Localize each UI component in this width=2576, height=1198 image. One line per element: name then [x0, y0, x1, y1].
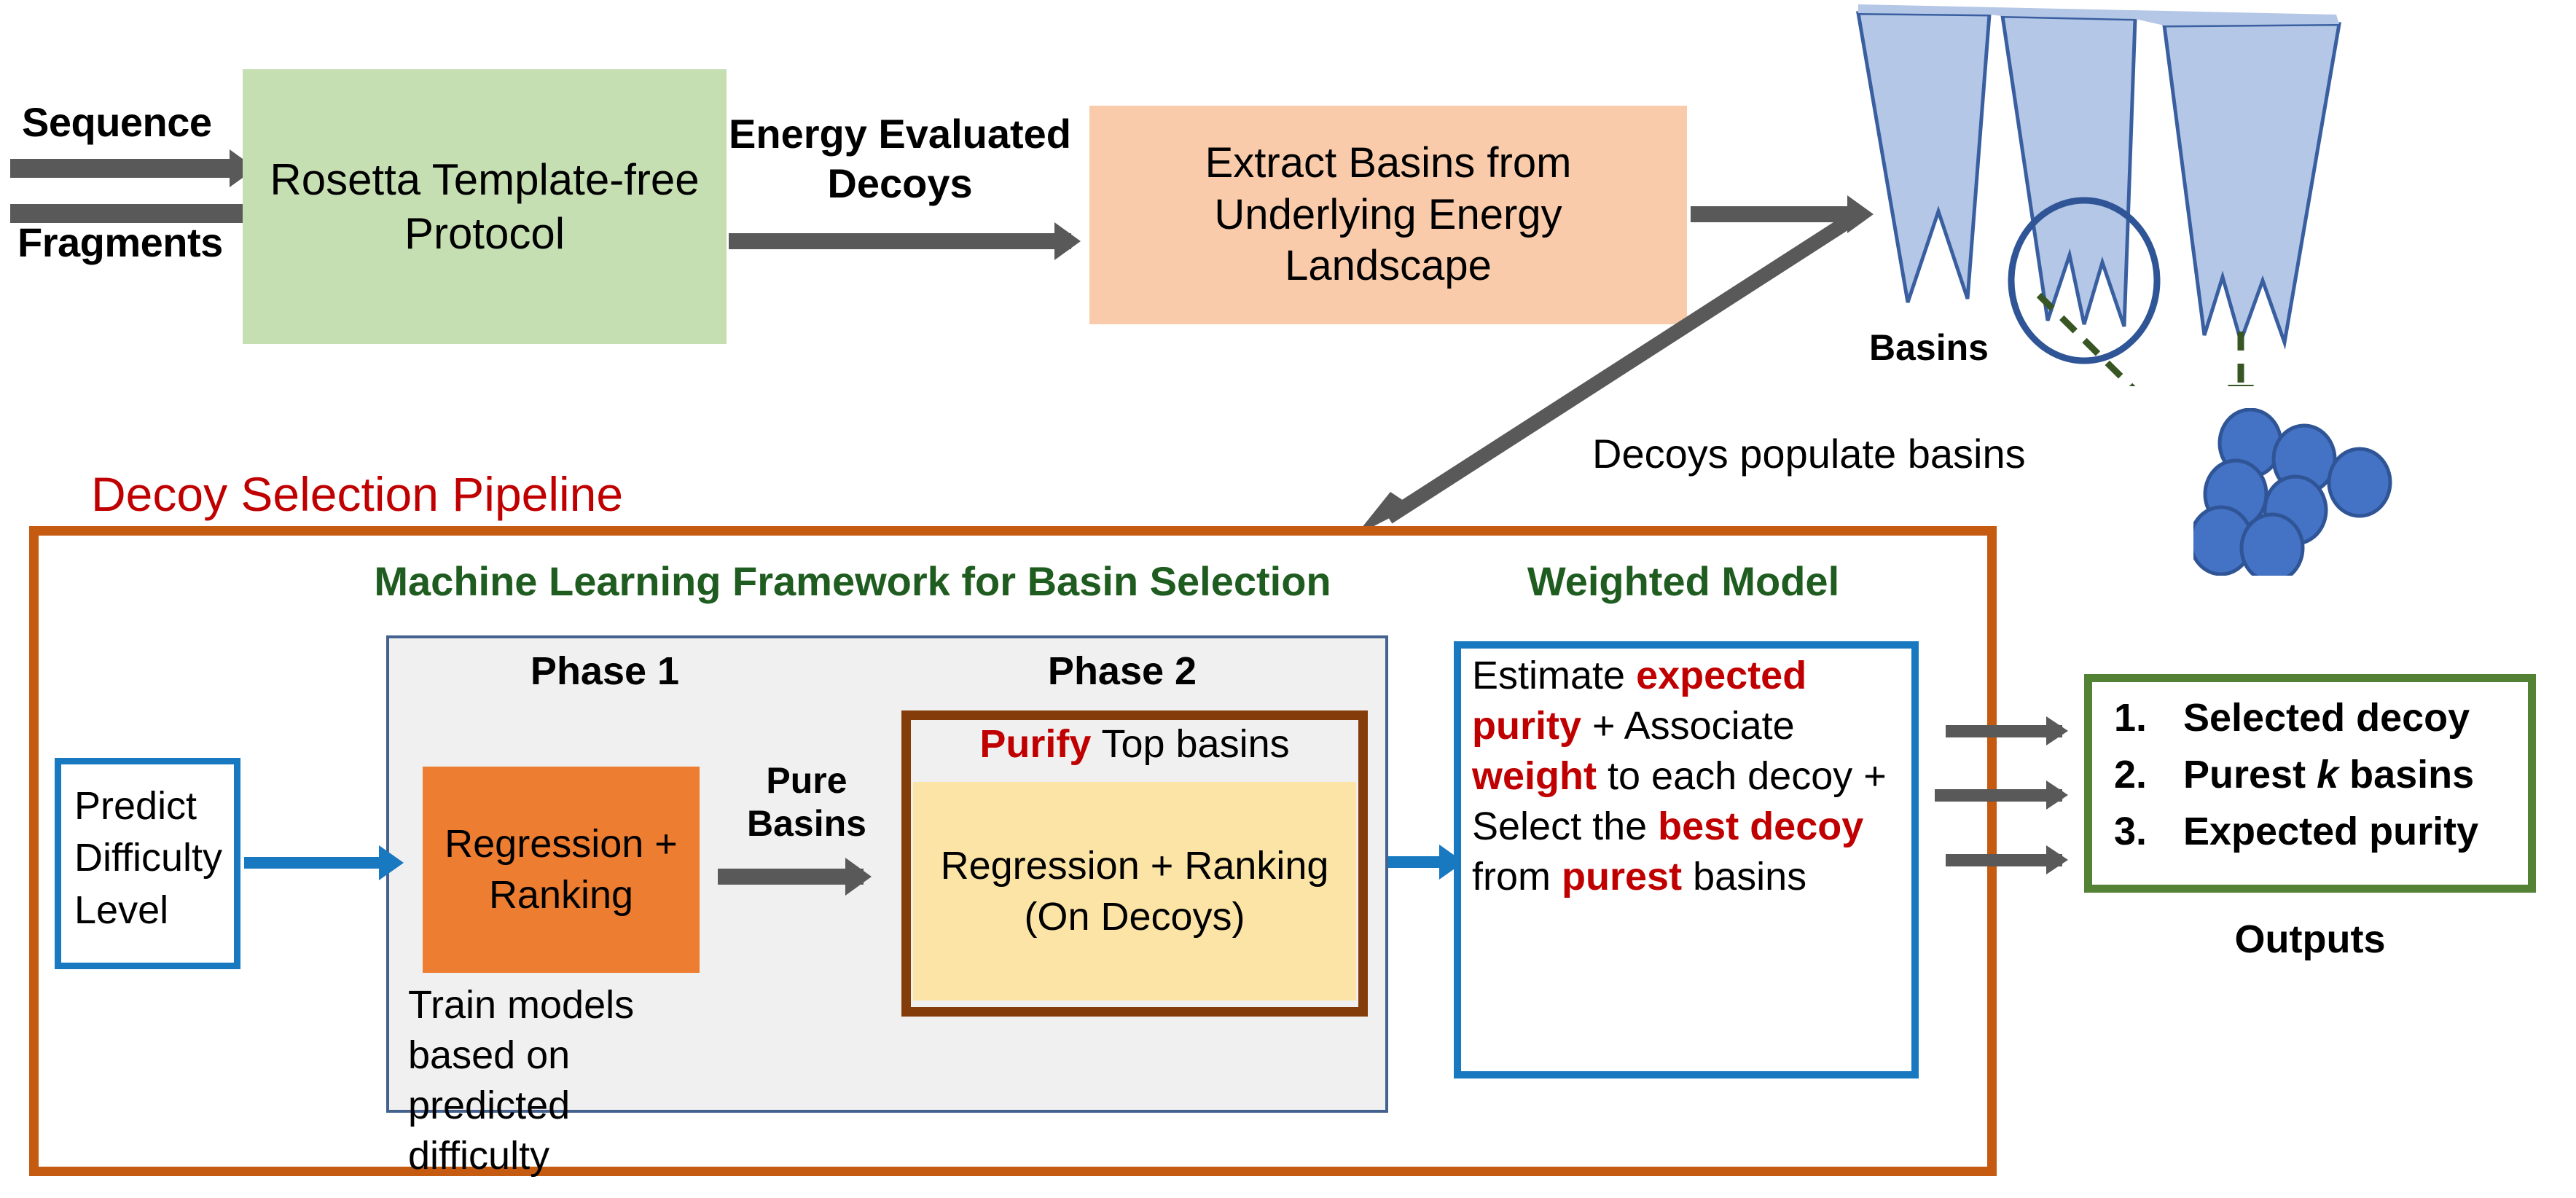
phase-2-model-label: Regression + Ranking (On Decoys) [940, 843, 1329, 939]
predict-to-phase1-arrow-head [379, 845, 404, 880]
weighted-model-emphasis: expected purity [1472, 654, 1807, 748]
weighted-model-emphasis: weight [1472, 754, 1597, 799]
decoys-arrow-head [1054, 222, 1081, 260]
sequence-input-label: Sequence [22, 99, 212, 145]
decoys-populate-basins-label: Decoys populate basins [1592, 431, 2026, 477]
weighted-model-box [1454, 641, 1919, 1078]
predict-line-3: Level [74, 888, 169, 932]
output-arrow-1-head [2046, 716, 2068, 745]
weighted-model-plain: to each decoy + Select the [1472, 754, 1887, 849]
sequence-arrow-shaft [10, 159, 254, 178]
dashed-arrowhead-right [2228, 385, 2254, 386]
decoys-arrow-shaft [729, 233, 1071, 249]
dashed-decoy-arrow-left [2036, 292, 2136, 386]
output-list-item: 3. Expected purity [2114, 809, 2528, 854]
pipeline-title: Decoy Selection Pipeline [91, 467, 624, 521]
output-item-label: Selected decoy [2183, 696, 2470, 740]
train-models-note: Train models based on predicted difficul… [408, 983, 635, 1178]
predict-line-2: Difficulty [74, 836, 223, 880]
output-arrow-3-head [2046, 845, 2068, 874]
output-item-label: Purest k basins [2183, 753, 2475, 796]
weighted-model-emphasis: purest [1562, 855, 1683, 899]
fragments-input-label: Fragments [17, 219, 223, 265]
output-arrow-2-shaft [1935, 789, 2062, 802]
phase-1-model-box: Regression + Ranking [423, 767, 700, 973]
output-arrow-1-shaft [1946, 725, 2062, 737]
purify-top-basins-label: Purify Top basins [913, 721, 1356, 767]
weighted-model-plain: basins [1682, 855, 1807, 899]
landscape-to-pipeline-arrow [1355, 208, 1863, 536]
output-arrow-3-shaft [1946, 854, 2062, 866]
pure-basins-label: Pure Basins [747, 760, 866, 844]
output-arrow-2-head [2046, 780, 2068, 810]
predict-to-phase1-arrow-shaft [244, 857, 394, 869]
landscape-arrow-shaft [1691, 206, 1862, 222]
output-item-number: 3. [2114, 810, 2148, 853]
basin-funnel-2 [2000, 14, 2137, 327]
weighted-model-plain: from [1472, 855, 1562, 899]
purify-keyword: Purify [979, 722, 1092, 766]
weighted-model-emphasis: best decoy [1658, 804, 1864, 849]
output-list-item: 1. Selected decoy [2114, 695, 2528, 740]
rosetta-protocol-box: Rosetta Template-free Protocol [243, 69, 727, 344]
weighted-model-heading: Weighted Model [1527, 558, 1840, 604]
rosetta-protocol-label: Rosetta Template-free Protocol [270, 155, 700, 258]
fragments-arrow-shaft [10, 204, 269, 223]
phase-2-model-box: Regression + Ranking (On Decoys) [913, 782, 1356, 1001]
basin-funnel-3 [2162, 22, 2341, 350]
energy-landscape-figure [1856, 4, 2341, 386]
output-italic-token: k [2317, 753, 2339, 796]
purify-rest: Top basins [1091, 722, 1290, 766]
decoy-dot [2327, 447, 2392, 518]
predict-difficulty-box: Predict Difficulty Level [55, 758, 240, 969]
extract-basins-label: Extract Basins from Underlying Energy La… [1205, 138, 1572, 290]
phase-2-label: Phase 2 [1047, 649, 1197, 693]
basin-funnel-1 [1856, 11, 1992, 303]
weighted-model-plain: + Associate [1581, 704, 1795, 748]
pure-basins-arrow-shaft [718, 869, 864, 885]
basin-highlight-circle [2008, 197, 2161, 364]
basins-label: Basins [1869, 327, 1989, 368]
outputs-caption: Outputs [2234, 917, 2386, 961]
landscape-top-band [1858, 4, 2339, 26]
output-item-number: 2. [2114, 753, 2148, 796]
decoy-dot [2239, 512, 2305, 576]
pure-basins-arrow-head [845, 858, 872, 896]
output-list-item: 2. Purest k basins [2114, 752, 2528, 797]
phase-1-label: Phase 1 [530, 649, 680, 693]
output-item-number: 1. [2114, 696, 2148, 740]
ml-framework-heading: Machine Learning Framework for Basin Sel… [374, 558, 1331, 604]
extract-basins-box: Extract Basins from Underlying Energy La… [1089, 106, 1687, 324]
outputs-box: 1. Selected decoy 2. Purest k basins 3. Expec… [2084, 674, 2536, 893]
energy-evaluated-decoys-label: Energy Evaluated Decoys [729, 111, 1071, 207]
predict-line-1: Predict [74, 784, 197, 828]
decoy-cluster [2193, 408, 2392, 576]
weighted-model-text: Estimate expected purity + Associate wei… [1472, 651, 1902, 903]
weighted-model-plain: Estimate [1472, 654, 1637, 697]
output-item-label: Expected purity [2183, 810, 2479, 853]
phase-1-model-label: Regression + Ranking [445, 822, 678, 917]
